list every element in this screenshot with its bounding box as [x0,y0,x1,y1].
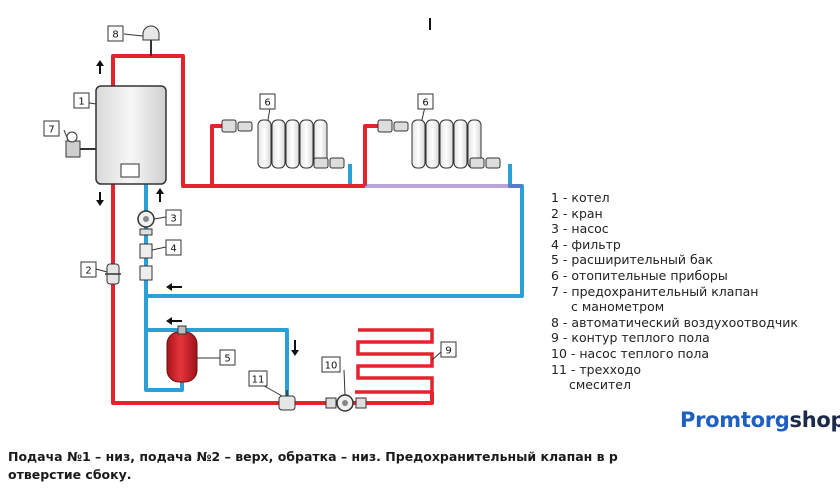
legend-item-continuation: смесител [569,377,631,393]
tag-1: 1 [73,92,90,109]
three-way-mixer-icon [278,390,296,411]
legend-item: 11 - трехходо [551,361,642,377]
boiler [95,85,167,185]
arrow-down-icon [96,192,104,206]
caption-line-2: отверстие сбоку. [8,467,132,482]
svg-text:8: 8 [112,30,118,41]
tag-4: 4 [165,239,182,256]
arrow-left-icon [166,317,182,325]
component-tags: 1 2 3 4 5 6 6 7 8 9 10 11 [43,25,457,387]
tag-10: 10 [321,356,341,373]
tag-7: 7 [43,120,60,137]
main-return-line [146,164,524,298]
arrow-up-icon [156,188,164,202]
flow-arrows [96,60,299,356]
safety-valve-icon [65,131,96,158]
legend-item: 3 - насос [551,221,609,237]
legend-item: 10 - насос теплого пола [551,345,710,361]
legend-item: 5 - расширительный бак [551,252,713,268]
radiator-valve-icon [377,119,501,169]
boiler-display [120,163,140,178]
expansion-tank-icon [166,325,198,383]
radiator-1 [221,119,345,169]
tag-8: 8 [107,25,124,42]
svg-text:4: 4 [170,244,176,255]
arrow-left-icon [166,283,182,291]
logo-part-2: shop [789,408,840,432]
tag-9: 9 [440,341,457,358]
tag-3: 3 [165,209,182,226]
legend-list: 1 - котел 2 - кран 3 - насос 4 - фильтр … [551,190,836,393]
caption-text: Подача №1 – низ, подача №2 – верх, обрат… [8,448,828,484]
legend-item: 8 - автоматический воздухоотводчик [551,314,798,330]
radiator2-supply-riser [363,124,378,186]
promtorgshop-logo[interactable]: Promtorgshop [676,406,840,434]
logo-part-1: Promtorg [680,408,790,432]
svg-text:3: 3 [170,214,176,225]
legend-item: 4 - фильтр [551,236,621,252]
svg-text:6: 6 [422,98,428,109]
tank-connection [144,330,184,392]
filter-icon [139,243,153,281]
boiler-supply-top [111,54,365,188]
floor-return-branch [144,296,289,396]
tag-11: 11 [248,370,268,387]
svg-text:6: 6 [264,98,270,109]
legend-item: 2 - кран [551,205,603,221]
svg-text:10: 10 [325,361,338,372]
radiator-valve-icon [221,119,345,169]
caption-line-1: Подача №1 – низ, подача №2 – верх, обрат… [8,449,618,464]
tag-6a: 6 [259,93,276,110]
legend-item: 9 - контур теплого пола [551,330,710,346]
legend-item-continuation: с манометром [571,299,665,315]
svg-text:9: 9 [445,346,451,357]
floor-pump-icon [325,394,367,412]
arrow-down-icon [291,340,299,356]
radiator-2 [377,119,501,169]
legend-item: 7 - предохранительный клапан [551,283,759,299]
pump-icon [137,210,155,236]
legend-item: 1 - котел [551,190,610,205]
arrow-up-icon [96,60,104,74]
svg-text:5: 5 [224,354,230,365]
svg-text:1: 1 [78,97,84,108]
svg-text:2: 2 [85,266,91,277]
svg-text:11: 11 [252,375,265,386]
svg-text:7: 7 [48,125,54,136]
tap-icon [105,263,121,285]
tag-5: 5 [219,349,236,366]
air-vent-icon [142,25,160,56]
tag-6b: 6 [417,93,434,110]
boiler-supply-left [111,184,287,405]
text-cursor [429,18,431,30]
floor-heating-coil [355,328,434,394]
tag-2: 2 [80,261,97,278]
legend-item: 6 - отопительные приборы [551,267,728,283]
radiator1-supply-riser [210,124,222,186]
